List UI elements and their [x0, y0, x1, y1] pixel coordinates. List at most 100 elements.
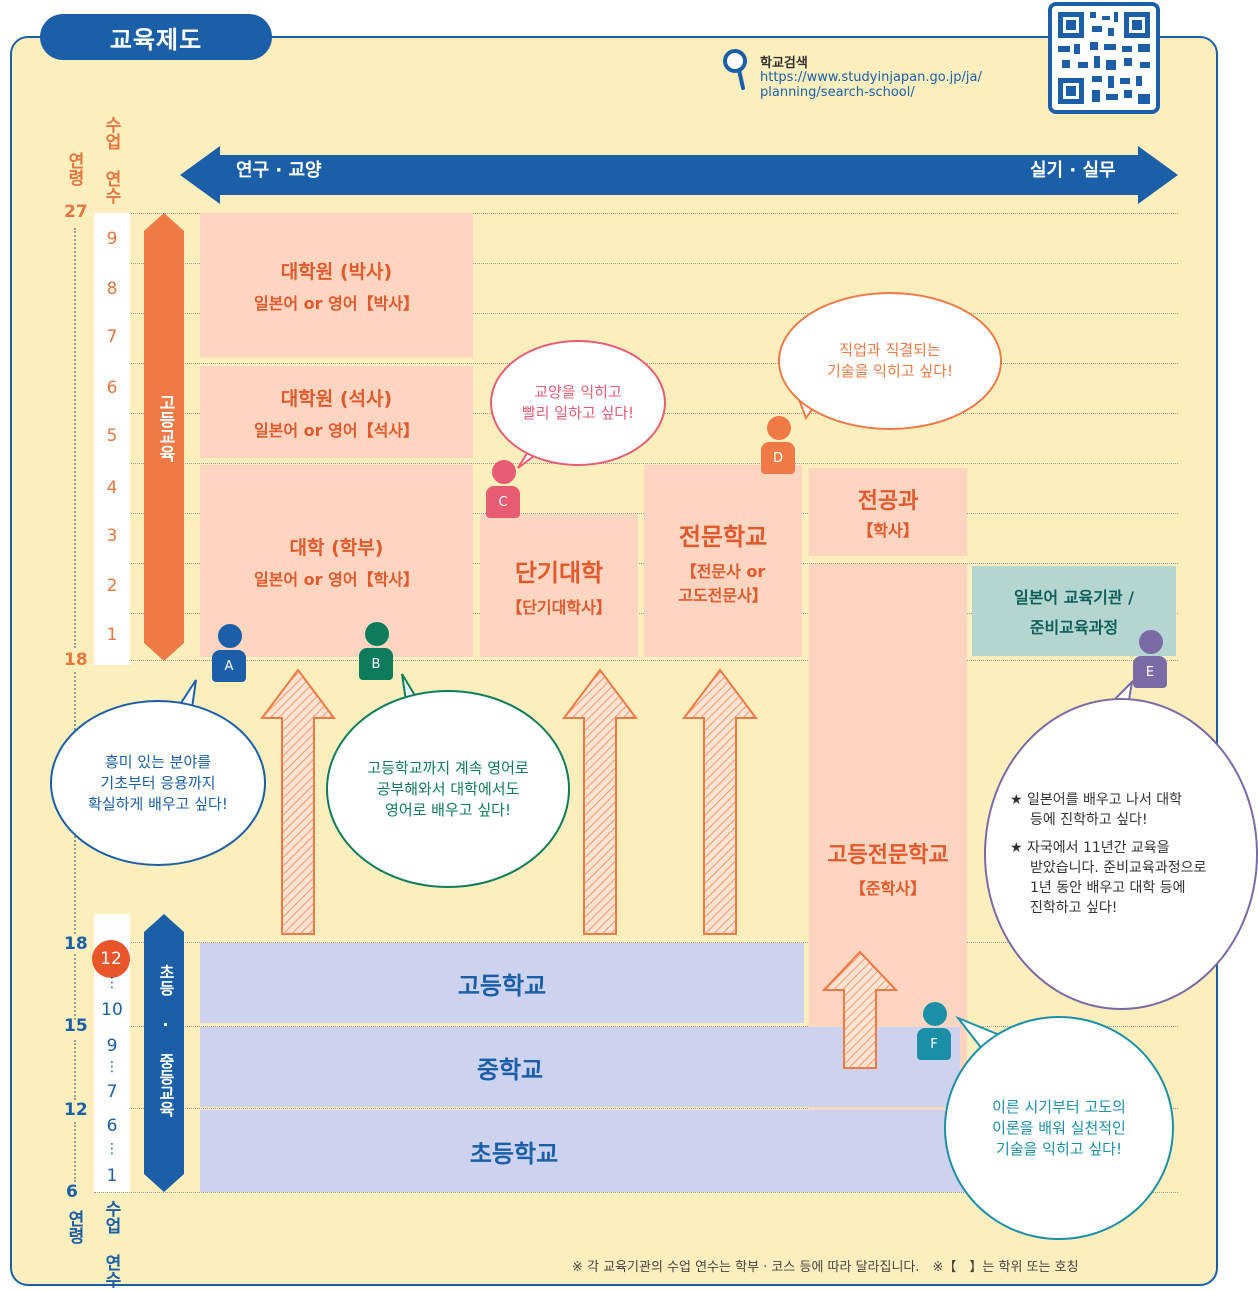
person-e-letter: E — [1133, 656, 1167, 688]
high-school-title: 고등학교 — [457, 971, 547, 1000]
person-a: A — [212, 624, 246, 684]
url-line-1[interactable]: https://www.studyinjapan.go.jp/ja/ — [760, 70, 982, 85]
year-9-low: 9 — [106, 1036, 118, 1056]
year-9: 9 — [106, 229, 118, 249]
vocational-sub-2: 고도전문사】 — [678, 585, 768, 605]
person-a-letter: A — [212, 650, 246, 682]
age-axis-label-bottom: 연령 — [64, 1210, 84, 1244]
year-3: 3 — [106, 526, 118, 546]
junior-college-sub: 【단기대학사】 — [506, 598, 612, 617]
person-d: D — [761, 416, 795, 476]
dots: ⋮ — [105, 1059, 119, 1075]
box-doctor[interactable]: 대학원 (박사) 일본어 or 영어【박사】 — [200, 213, 473, 357]
advanced-title: 전공과 — [857, 489, 919, 514]
year-10: 10 — [101, 1000, 123, 1020]
box-middle-school[interactable]: 중학교 — [200, 1027, 960, 1107]
prep-line-2: 준비교육과정 — [1029, 618, 1119, 637]
research-practice-arrow — [180, 146, 1178, 204]
box-university[interactable]: 대학 (학부) 일본어 or 영어【학사】 — [200, 465, 473, 657]
vocational-title: 전문학교 — [678, 522, 768, 551]
up-arrow-university — [260, 668, 336, 935]
year-6: 6 — [106, 378, 118, 398]
person-a-head — [218, 624, 242, 648]
year-5: 5 — [106, 426, 118, 446]
lower-education-band — [144, 914, 184, 1192]
box-vocational-school[interactable]: 전문학교 【전문사 or 고도전문사】 — [644, 465, 802, 657]
year-7: 7 — [106, 327, 118, 347]
person-c: C — [486, 460, 520, 520]
elementary-school-title: 초등학교 — [469, 1139, 559, 1168]
gridline — [94, 463, 1178, 464]
dots: ⋮ — [105, 1141, 119, 1157]
gridline — [94, 213, 1178, 214]
search-url[interactable]: https://www.studyinjapan.go.jp/ja/planni… — [760, 70, 982, 100]
gridline — [94, 513, 1178, 514]
person-e-head — [1139, 630, 1163, 654]
box-advanced-course[interactable]: 전공과 【학사】 — [809, 468, 967, 556]
up-arrow-junior-college — [562, 668, 638, 935]
age-dotted-line — [74, 1122, 76, 1182]
person-f-letter: F — [917, 1028, 951, 1060]
person-c-letter: C — [486, 486, 520, 518]
box-japanese-prep[interactable]: 일본어 교육기관 / 준비교육과정 — [972, 566, 1176, 656]
person-f: F — [917, 1002, 951, 1062]
year-1: 1 — [106, 625, 118, 645]
box-junior-college[interactable]: 단기대학 【단기대학사】 — [480, 514, 638, 657]
age-dotted-line — [74, 1040, 76, 1100]
qr-code[interactable] — [1048, 2, 1160, 114]
higher-education-label: 고등교육 — [155, 394, 175, 462]
box-master[interactable]: 대학원 (석사) 일본어 or 영어【석사】 — [200, 366, 473, 458]
age-12: 12 — [64, 1100, 88, 1120]
person-c-head — [492, 460, 516, 484]
up-arrow-technical — [822, 950, 898, 1069]
gridline — [94, 1108, 1178, 1109]
age-6: 6 — [66, 1182, 78, 1202]
gridline — [94, 263, 1178, 264]
up-arrow-vocational — [682, 668, 758, 935]
search-icon[interactable] — [722, 48, 750, 98]
person-d-letter: D — [761, 442, 795, 474]
age-18-top: 18 — [64, 650, 88, 670]
person-b: B — [359, 622, 393, 682]
junior-college-title: 단기대학 — [514, 559, 604, 587]
year-2: 2 — [106, 576, 118, 596]
higher-education-band — [144, 213, 184, 661]
university-sub: 일본어 or 영어【학사】 — [253, 569, 420, 589]
years-axis-text-top: 수업 연수 — [101, 116, 121, 204]
doctor-title: 대학원 (박사) — [280, 260, 393, 283]
arrow-right-label: 실기 · 실무 — [1030, 160, 1116, 181]
lower-education-label: 초등 · 중등교육 — [156, 964, 175, 1117]
box-high-school[interactable]: 고등학교 — [200, 943, 804, 1023]
person-e: E — [1133, 630, 1167, 690]
age-15: 15 — [64, 1016, 88, 1036]
age-18-low: 18 — [64, 934, 88, 954]
year-7-low: 7 — [106, 1082, 118, 1102]
arrow-left-label: 연구 · 교양 — [236, 160, 322, 181]
master-title: 대학원 (석사) — [280, 387, 393, 410]
doctor-sub: 일본어 or 영어【박사】 — [253, 293, 420, 313]
year-8: 8 — [106, 279, 118, 299]
gridline — [94, 1026, 1178, 1027]
vocational-sub-1: 【전문사 or — [680, 561, 766, 581]
box-elementary-school[interactable]: 초등학교 — [200, 1110, 968, 1192]
years-axis-label-top: 수업 연수 — [101, 116, 121, 208]
years-axis-label-bottom: 수업 연수 — [101, 1200, 121, 1288]
person-b-letter: B — [359, 648, 393, 680]
prep-line-1: 일본어 교육기관 / — [1013, 588, 1135, 607]
middle-school-title: 중학교 — [476, 1055, 544, 1084]
search-heading: 학교검색 — [760, 56, 808, 71]
url-line-2[interactable]: planning/search-school/ — [760, 85, 915, 100]
higher-years-column — [94, 213, 130, 665]
